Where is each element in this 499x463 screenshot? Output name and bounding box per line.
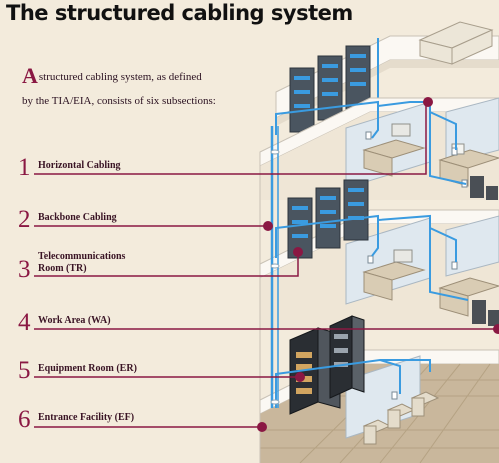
callout-number-2: 2: [18, 206, 31, 233]
callout-dots: [257, 97, 499, 432]
callout-number-5: 5: [18, 357, 31, 384]
roof-equipment-racks: [289, 45, 371, 133]
callout-number-1: 1: [18, 154, 31, 181]
callout-label-telecom-room-line1: Telecommunications: [38, 251, 126, 262]
intro-text-1: structured cabling system, as defined: [38, 71, 202, 83]
callout-label-entrance-facility: Entrance Facility (EF): [38, 412, 135, 423]
leader-horizontal-cabling: [34, 102, 427, 175]
intro-line-2: by the TIA/EIA, consists of six subsecti…: [22, 95, 216, 107]
middle-desk: [362, 261, 426, 301]
callout-leaders: [34, 102, 499, 428]
roof-office-furniture: [418, 21, 494, 65]
leader-telecom-room: [34, 252, 299, 277]
callout-number-4: 4: [18, 309, 31, 336]
callout-number-3: 3: [18, 256, 31, 283]
drop-cap: A: [22, 63, 38, 88]
callout-label-horizontal-cabling: Horizontal Cabling: [38, 160, 121, 171]
lobby-chairs: [362, 391, 440, 445]
equipment-room-cabinets: [289, 315, 365, 415]
callout-label-backbone-cabling: Backbone Cabling: [38, 212, 117, 223]
callout-label-work-area: Work Area (WA): [38, 315, 111, 326]
callout-number-6: 6: [18, 406, 31, 433]
diagram-title: The structured cabling system: [6, 1, 353, 25]
callout-label-telecom-room-line2: Room (TR): [38, 263, 87, 274]
callout-label-equipment-room: Equipment Room (ER): [38, 363, 137, 374]
upper-desk: [362, 139, 426, 177]
telecom-room-racks: [287, 179, 369, 259]
intro-line-1: Astructured cabling system, as defined: [22, 63, 202, 89]
